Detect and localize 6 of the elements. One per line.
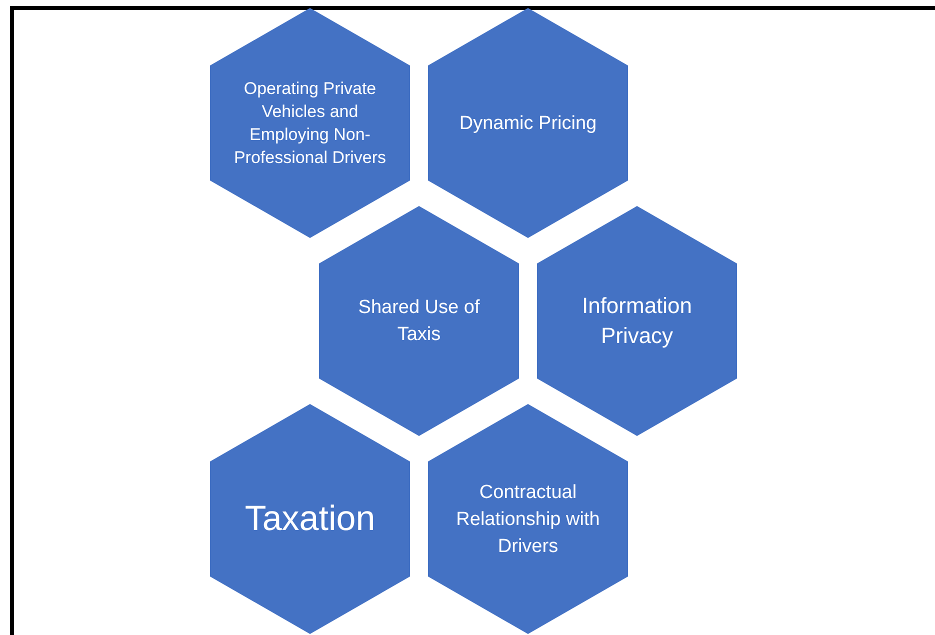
hexagon-label: Operating Private Vehicles and Employing Non-Professional Drivers — [232, 78, 388, 169]
hexagon-label: Taxation — [244, 499, 376, 539]
hexagon-label: Dynamic Pricing — [459, 112, 597, 136]
hexagon-label: Information Privacy — [580, 292, 694, 350]
hexagon-label: Contractual Relationship with Drivers — [455, 480, 601, 558]
hexagon-label: Shared Use of Taxis — [357, 296, 481, 347]
